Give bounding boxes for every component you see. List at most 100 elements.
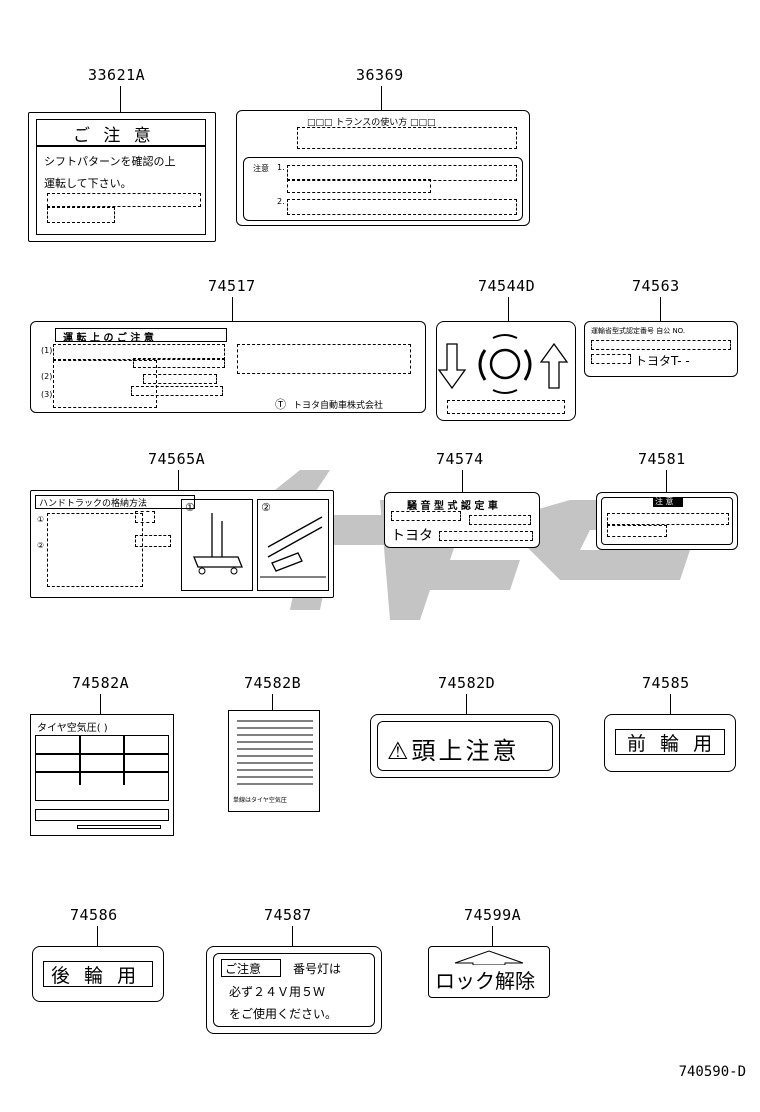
label-title: □□□ トランスの使い方 □□□ [307, 118, 436, 128]
label-title: 騒 音 型 式 認 定 車 [407, 501, 498, 512]
step-number: ② [37, 541, 45, 550]
text-placeholder [135, 511, 155, 523]
text-placeholder [47, 193, 201, 207]
label-title: タイヤ空気圧( ) [37, 723, 108, 734]
part-number-74563: 74563 [632, 277, 680, 295]
part-number-74599A: 74599A [464, 906, 522, 924]
label-74582A: タイヤ空気圧( ) [30, 714, 174, 836]
caution-text: ⚠頭上注意 [387, 737, 520, 765]
text-placeholder [591, 354, 631, 364]
label-74582B: 単線はタイヤ空気圧 [228, 710, 320, 812]
label-36369: □□□ トランスの使い方 □□□ 注意 1. 2. [236, 110, 530, 226]
label-74563: 運輸省型式認定番号 自公 NO. トヨタT- - [584, 321, 738, 377]
label-text: 前 輪 用 [627, 733, 717, 755]
label-line-1: シフトパターンを確認の上 [44, 155, 176, 168]
text-lines-graphic [237, 720, 313, 785]
note-label: 注意 [253, 164, 269, 173]
diagram-reference: 740590-D [678, 1064, 746, 1080]
label-title: ご 注 意 [73, 126, 155, 146]
leader-line [232, 297, 233, 321]
table-divider [77, 825, 161, 829]
text-placeholder [287, 165, 517, 181]
table-divider [123, 735, 125, 785]
leader-line [97, 926, 98, 946]
label-inner-frame [43, 961, 153, 987]
table-divider [35, 809, 169, 821]
text-placeholder [143, 374, 217, 384]
label-line-1: 運輸省型式認定番号 自公 NO. [591, 327, 686, 335]
leader-line [100, 694, 101, 714]
rotate-arrows-icon [437, 334, 569, 394]
text-placeholder [135, 535, 171, 547]
label-footer: 単線はタイヤ空気圧 [233, 797, 287, 804]
text-placeholder [131, 386, 223, 396]
label-74581: 注 意 [596, 492, 738, 550]
label-74544D [436, 321, 576, 421]
label-text: トヨタ [391, 528, 433, 544]
text-placeholder [607, 513, 729, 525]
title-box [35, 495, 195, 509]
part-number-74517: 74517 [208, 277, 256, 295]
illustration-panel [181, 499, 253, 591]
label-74599A: ロック解除 [428, 946, 550, 998]
part-number-33621A: 33621A [88, 66, 146, 84]
leader-line [508, 297, 509, 321]
title-box [221, 959, 281, 977]
leader-line [466, 694, 467, 714]
text-placeholder [133, 358, 225, 368]
label-74587: ご注意 番号灯は 必ず２４Ｖ用５Ｗ をご使用ください。 [206, 946, 382, 1034]
text-placeholder [447, 400, 565, 414]
leader-line [660, 297, 661, 321]
maker-logo: Ⓣ [275, 398, 286, 411]
item-number: (3) [41, 390, 53, 399]
label-line-3: をご使用ください。 [229, 1007, 338, 1021]
text-placeholder [591, 340, 731, 350]
label-text: ロック解除 [435, 969, 535, 993]
text-placeholder [391, 511, 461, 521]
part-number-74574: 74574 [436, 450, 484, 468]
item-number: (2) [41, 372, 53, 381]
label-title: 運 転 上 の ご 注 意 [63, 333, 154, 344]
label-title: ご注意 [225, 962, 262, 976]
text-placeholder [53, 360, 157, 408]
hand-truck-icon [193, 513, 243, 575]
leader-line [670, 694, 671, 714]
label-74582D: ⚠頭上注意 [370, 714, 560, 778]
part-number-74544D: 74544D [478, 277, 536, 295]
part-number-74587: 74587 [264, 906, 312, 924]
label-text: トヨタT- - [635, 354, 690, 368]
leader-line [292, 926, 293, 946]
text-placeholder [47, 207, 115, 223]
part-number-74582D: 74582D [438, 674, 496, 692]
up-arrow-icon [454, 950, 524, 965]
label-inner-frame [36, 119, 206, 235]
text-placeholder [287, 179, 431, 193]
label-title: 注 意 [655, 497, 674, 506]
leader-line [178, 470, 179, 490]
leader-line [381, 86, 382, 110]
part-number-74585: 74585 [642, 674, 690, 692]
label-inner-frame [377, 721, 553, 771]
label-74586: 後 輪 用 [32, 946, 164, 1002]
part-number-36369: 36369 [356, 66, 404, 84]
part-number-74586: 74586 [70, 906, 118, 924]
step-number: ① [37, 515, 45, 524]
title-box [55, 328, 227, 342]
text-placeholder [297, 127, 517, 149]
table-divider [79, 735, 81, 785]
hand-truck-stowed-icon [260, 516, 326, 578]
text-placeholder [53, 344, 225, 360]
illustration-step: ② [261, 501, 271, 514]
part-number-74581: 74581 [638, 450, 686, 468]
leader-line [462, 470, 463, 492]
label-74574: 騒 音 型 式 認 定 車 トヨタ [384, 492, 540, 548]
label-74585: 前 輪 用 [604, 714, 736, 772]
illustration-step: ① [185, 501, 195, 514]
item-number: (1) [41, 346, 53, 355]
label-74517: 運 転 上 の ご 注 意 (1) (2) (3) Ⓣ トヨタ自動車株式会社 [30, 321, 426, 413]
maker-name: トヨタ自動車株式会社 [293, 401, 384, 411]
note-number: 2. [277, 197, 285, 206]
text-placeholder [469, 515, 531, 525]
note-number: 1. [277, 163, 285, 172]
text-placeholder [287, 199, 517, 215]
